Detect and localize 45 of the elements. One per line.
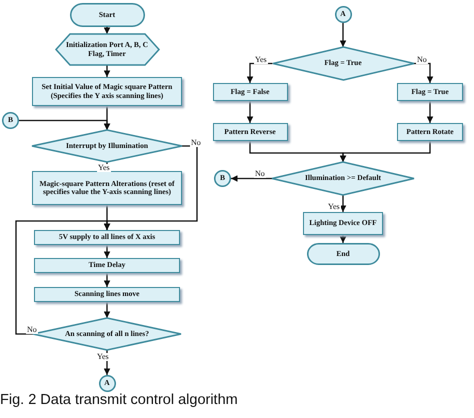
terminal-shape [306,243,380,265]
decision-diamond [32,130,182,162]
connector-circle [214,170,231,187]
arrow [104,27,110,34]
process-box [34,287,180,302]
arrow [340,235,346,243]
edge-label: Yes [254,56,268,64]
edge-label: Yes [97,164,111,172]
process-box [212,123,288,141]
arrow [426,101,434,123]
decision-diamond [272,162,414,195]
process-box [212,83,288,101]
arrow [104,245,110,258]
process-box [303,212,383,235]
arrow [340,141,431,162]
process-box [397,123,463,141]
arrow [246,62,272,83]
arrow [246,101,254,123]
arrow [19,120,110,130]
arrow [414,62,434,83]
edge-label: No [416,56,428,64]
process-box [32,77,182,106]
arrow [104,65,110,77]
process-box [34,230,180,245]
edge-label: No [26,326,38,334]
edge-label: Yes [327,203,341,211]
terminal-shape [70,3,144,27]
decision-diamond [272,47,414,80]
arrow [340,23,346,47]
caption: Fig. 2 Data transmit control algorithm [0,392,238,408]
connector-circle [2,112,19,129]
process-box [32,171,182,205]
connector-circle [334,6,352,23]
process-box [397,83,463,101]
arrow [104,302,110,318]
connector-circle [98,375,116,392]
edge-label: Yes [96,353,110,361]
arrow [104,273,110,287]
arrow [15,220,110,335]
edge-label: No [254,170,266,178]
process-box [34,258,180,273]
arrow [340,195,346,212]
arrow [231,175,272,182]
edge-label: No [190,139,202,147]
preparation-hexagon [56,34,158,65]
